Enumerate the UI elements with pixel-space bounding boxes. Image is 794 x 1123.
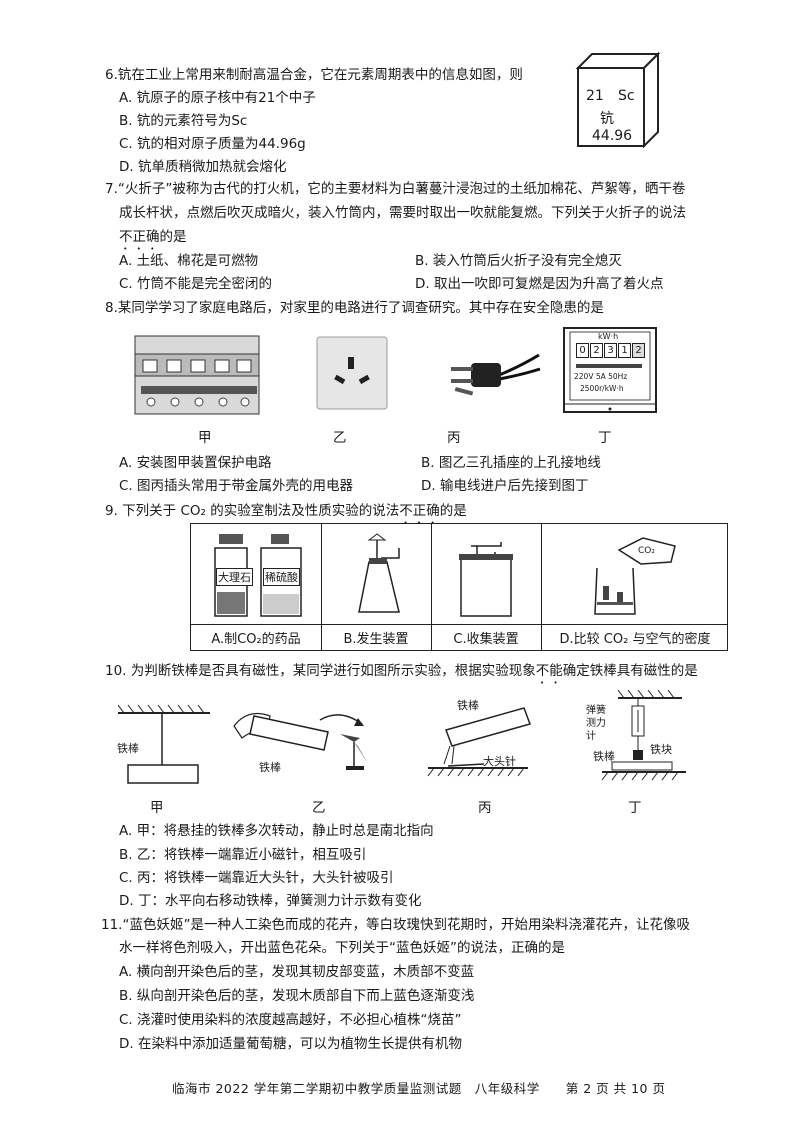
meter-digit: 1	[618, 343, 631, 358]
q6-option-d: D. 钪单质稍微加热就会熔化	[119, 159, 287, 175]
q9-table: 大理石 稀硫酸 CO₂ A.制CO₂的药品 B.发生装置 C.收集装置 D.比较…	[190, 523, 728, 651]
plug-figure	[451, 353, 541, 396]
meter-rev: 2500r/kW·h	[580, 384, 624, 393]
bar-near-pins-figure	[427, 707, 531, 777]
q10-emphasis: 不能	[535, 663, 563, 679]
bottle-label-marble: 大理石	[216, 568, 253, 586]
q11-option-d: D. 在染料中添加适量葡萄糖，可以为植物生长提供有机物	[119, 1036, 462, 1052]
q10-option-c: C. 丙：将铁棒一端靠近大头针，大头针被吸引	[119, 870, 394, 886]
meter-digit: 0	[576, 343, 589, 358]
q7-option-c: C. 竹筒不能是完全密闭的	[119, 276, 273, 292]
q7-option-b: B. 装入竹筒后火折子没有完全熄灭	[415, 253, 622, 269]
spring-scale-figure	[601, 690, 686, 781]
element-name: 钪	[600, 111, 614, 127]
density-comparison-figure	[594, 537, 676, 615]
q11-option-b: B. 纵向剖开染色后的茎，发现木质部自下而上蓝色逐渐变浅	[119, 988, 475, 1004]
q7-option-a: A. 土纸、棉花是可燃物	[119, 253, 259, 269]
q9-col-a	[191, 524, 322, 650]
q10-label-yi: 乙	[312, 800, 326, 816]
q9-cell-c: C.收集装置	[453, 632, 519, 647]
meter-digit: 3	[604, 343, 617, 358]
fig-ding-bar-label: 铁棒	[593, 750, 615, 763]
meter-digits: 0 2 3 1 2	[576, 343, 645, 358]
q9-cell-a: A.制CO₂的药品	[211, 632, 301, 647]
q9-emphasis: 不正确	[399, 503, 440, 519]
meter-unit: kW·h	[598, 332, 619, 341]
q10-label-ding: 丁	[628, 800, 642, 816]
q10-option-d: D. 丁：水平向右移动铁棒，弹簧测力计示数有变化	[119, 893, 422, 909]
q8-label-jia: 甲	[198, 430, 212, 446]
q6-option-b: B. 钪的元素符号为Sc	[119, 113, 248, 129]
q11-stem-line1: 11.“蓝色妖姬”是一种人工染色而成的花卉，等白玫瑰快到花期时，开始用染料浇灌花…	[101, 917, 690, 933]
meter-digit: 2	[590, 343, 603, 358]
bar-near-compass-figure	[233, 713, 368, 770]
fig-ding-scale-label: 弹簧测力计	[586, 705, 606, 742]
q9-row-divider	[191, 624, 727, 625]
q11-option-c: C. 浇灌时使用染料的浓度越高越好，不必担心植株“烧苗”	[119, 1012, 462, 1028]
hanging-bar-figure	[118, 704, 210, 784]
q6-option-c: C. 钪的相对原子质量为44.96g	[119, 136, 306, 152]
fig-yi-bar-label: 铁棒	[259, 761, 281, 774]
three-hole-socket-figure	[316, 336, 388, 410]
q10-option-a: A. 甲：将悬挂的铁棒多次转动，静止时总是南北指向	[119, 823, 434, 839]
element-number: 21	[586, 88, 604, 104]
co2-bottle-label: CO₂	[638, 546, 655, 556]
q9-stem-head: 9. 下列关于 CO₂ 的实验室制法及性质实验的说法	[105, 503, 400, 519]
q8-option-d: D. 输电线进户后先接到图丁	[421, 478, 589, 494]
q7-option-d: D. 取出一吹即可复燃是因为升高了着火点	[415, 276, 664, 292]
fig-ding-block-label: 铁块	[650, 743, 672, 756]
periodic-table-cell: 21 Sc 钪 44.96	[574, 50, 661, 150]
q8-label-ding: 丁	[598, 430, 612, 446]
page-footer: 临海市 2022 学年第二学期初中教学质量监测试题 八年级科学 第 2 页 共 …	[172, 1081, 666, 1096]
bottle-label-acid: 稀硫酸	[263, 568, 300, 586]
fig-jia-bar-label: 铁棒	[117, 742, 139, 755]
q10-stem-head: 10. 为判断铁棒是否具有磁性，某同学进行如图所示实验，根据实验现象	[105, 663, 536, 679]
q9-col-b	[321, 524, 432, 650]
q8-label-yi: 乙	[333, 430, 347, 446]
fig-bing-bar-label: 铁棒	[457, 699, 479, 712]
q8-stem: 8.某同学学习了家庭电路后，对家里的电路进行了调查研究。其中存在安全隐患的是	[105, 300, 604, 316]
q11-stem-line2: 水一样将色剂吸入，开出蓝色花朵。下列关于“蓝色妖姬”的说法，正确的是	[119, 940, 565, 956]
q9-cell-d: D.比较 CO₂ 与空气的密度	[559, 632, 711, 647]
q8-option-b: B. 图乙三孔插座的上孔接地线	[421, 455, 601, 471]
q7-stem-tail: 的是	[159, 229, 187, 245]
q9-col-c	[431, 524, 542, 650]
q9-stem-tail: 的是	[439, 503, 467, 519]
q8-option-a: A. 安装图甲装置保护电路	[119, 455, 272, 471]
q7-emphasis: 不正确	[119, 229, 160, 245]
q10-label-jia: 甲	[150, 800, 164, 816]
q6-option-a: A. 钪原子的原子核中有21个中子	[119, 90, 316, 106]
q10-option-b: B. 乙：将铁棒一端靠近小磁针，相互吸引	[119, 847, 367, 863]
q8-label-bing: 丙	[447, 430, 461, 446]
collection-apparatus-figure	[459, 542, 513, 617]
q8-option-c: C. 图丙插头常用于带金属外壳的用电器	[119, 478, 354, 494]
meter-spec: 220V 5A 50Hz	[574, 372, 628, 381]
q10-label-bing: 丙	[478, 800, 492, 816]
fig-bing-pin-label: 大头针	[483, 755, 516, 768]
q9-cell-b: B.发生装置	[343, 632, 409, 647]
element-mass: 44.96	[592, 128, 633, 144]
q7-stem-line2: 成长杆状，点燃后吹灭成暗火，装入竹筒内，需要时取出一吹就能复燃。下列关于火折子的…	[119, 205, 686, 221]
q11-option-a: A. 横向剖开染色后的茎，发现其韧皮部变蓝，木质部不变蓝	[119, 964, 475, 980]
q7-stem-line3: 不正确的是	[119, 226, 187, 253]
electric-meter-figure: kW·h 0 2 3 1 2 220V 5A 50Hz 2500r/kW·h	[562, 326, 658, 414]
circuit-breaker-figure	[134, 335, 260, 415]
q10-stem-tail: 确定铁棒具有磁性的是	[562, 663, 698, 679]
q9-stem: 9. 下列关于 CO₂ 的实验室制法及性质实验的说法不正确的是	[105, 500, 467, 527]
element-symbol: Sc	[618, 88, 635, 104]
q6-stem: 6.钪在工业上常用来制耐高温合金，它在元素周期表中的信息如图，则	[105, 67, 523, 83]
q10-stem: 10. 为判断铁棒是否具有磁性，某同学进行如图所示实验，根据实验现象不能确定铁棒…	[105, 660, 698, 687]
q7-stem-line1: 7.“火折子”被称为古代的打火机，它的主要材料为白薯蔓汁浸泡过的土纸加棉花、芦絮…	[105, 181, 686, 197]
generator-apparatus-figure	[358, 533, 400, 613]
meter-digit: 2	[632, 343, 645, 358]
